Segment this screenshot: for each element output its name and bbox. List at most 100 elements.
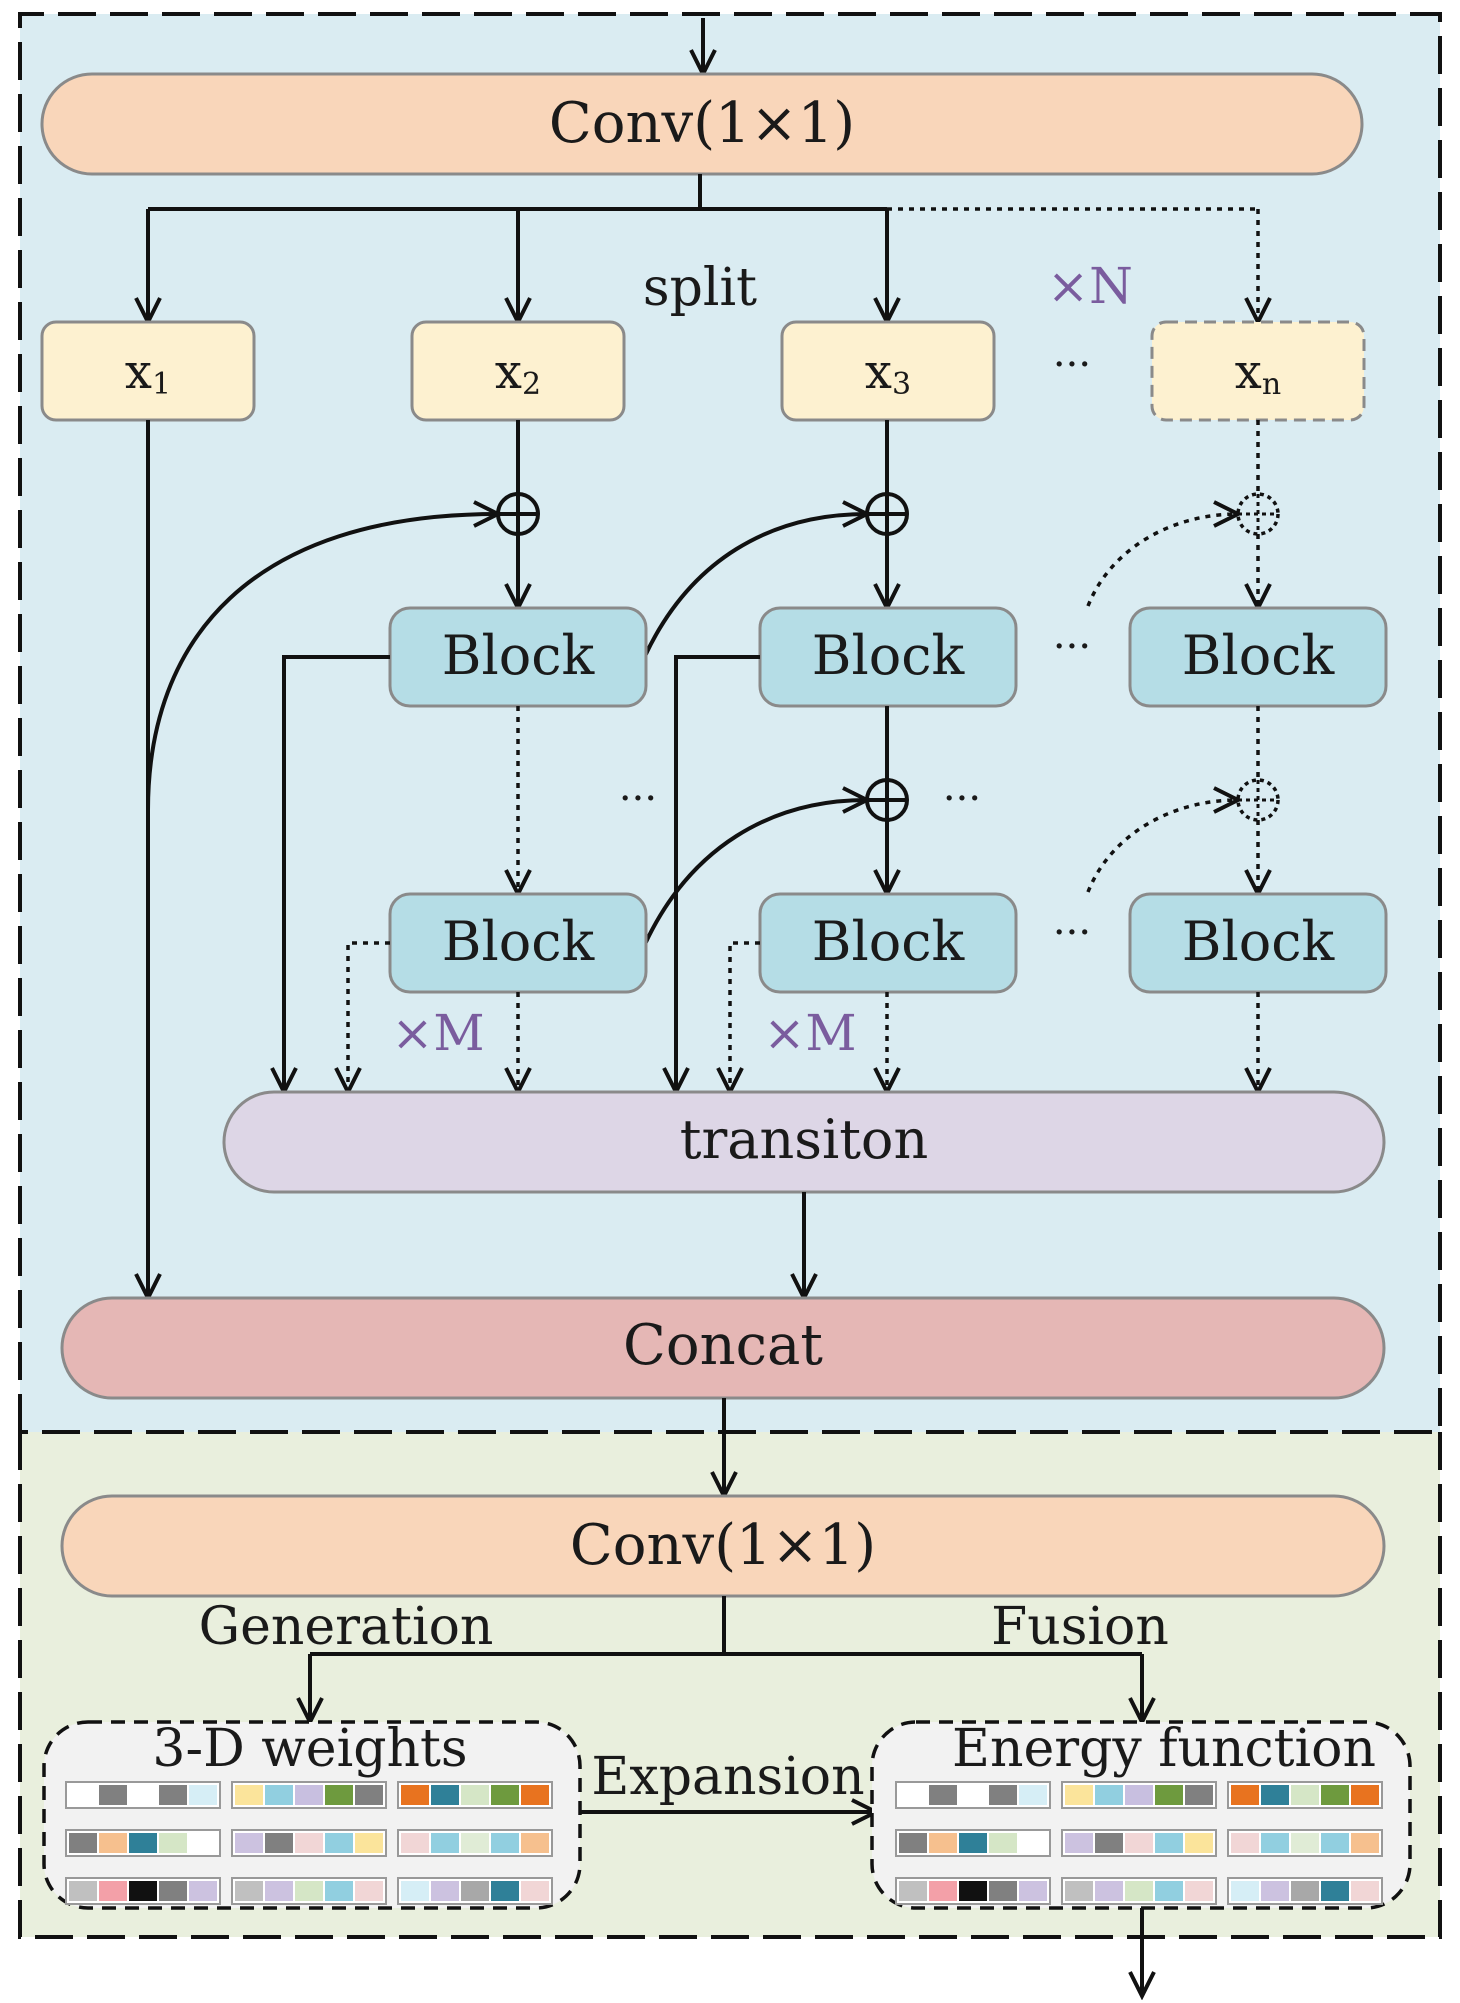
input-x3-sub: 3 [892, 367, 911, 402]
transition-label: transiton [680, 1108, 928, 1171]
energy-cell [1291, 1785, 1319, 1805]
block-col2-row2-label: Block [442, 910, 596, 973]
conv-top-label: Conv(1×1) [549, 91, 855, 156]
input-x1-sub: 1 [152, 367, 171, 402]
block2-row2-to-col3-curve [643, 800, 867, 945]
top-section-frame [18, 12, 1442, 1434]
block-col3-row2: Block [758, 892, 1018, 994]
weights-cell [189, 1785, 217, 1805]
weights-cell [401, 1881, 429, 1901]
split-label: split [643, 258, 757, 318]
energy-cell [1231, 1785, 1259, 1805]
x1-skip-curve [146, 514, 498, 811]
concat-label: Concat [623, 1313, 823, 1378]
energy-cell [989, 1785, 1017, 1805]
energy-cell [1125, 1881, 1153, 1901]
energy-cell [1019, 1881, 1047, 1901]
concat-box: Concat [60, 1296, 1386, 1400]
weights-cell [295, 1785, 323, 1805]
block-col3-row2-label: Block [812, 910, 966, 973]
input-x1: x1 [40, 320, 256, 422]
bottom-section-frame [18, 1432, 1442, 1939]
energy-cell [1185, 1881, 1213, 1901]
weights-cell [491, 1881, 519, 1901]
block-col2-row1: Block [388, 606, 648, 708]
weights-cell [159, 1833, 187, 1853]
energy-grid [895, 1781, 1383, 1905]
weights-cell [265, 1833, 293, 1853]
weights-cell [491, 1833, 519, 1853]
svg-text:xn: xn [1235, 344, 1281, 402]
weights-cell [235, 1881, 263, 1901]
block-col3-row1-label: Block [812, 624, 966, 687]
row1-ellipsis: ··· [1053, 624, 1091, 670]
weights-cell [99, 1785, 127, 1805]
energy-cell [1261, 1881, 1289, 1901]
weights-cell [129, 1833, 157, 1853]
svg-text:x1: x1 [125, 344, 171, 402]
energy-cell [929, 1881, 957, 1901]
repeat-m-label-col2: ×M [391, 1004, 484, 1062]
energy-cell [1231, 1833, 1259, 1853]
input-xn-base: x [1235, 344, 1262, 400]
fusion-label: Fusion [991, 1597, 1169, 1657]
coln-incoming-curve-mid [1086, 800, 1238, 893]
energy-cell [1261, 1785, 1289, 1805]
weights-cell [189, 1833, 217, 1853]
row2-ellipsis: ··· [1053, 910, 1091, 956]
input-xn: xn [1150, 320, 1366, 422]
inputs-ellipsis: ··· [1053, 342, 1091, 388]
expansion-label: Expansion [591, 1747, 864, 1807]
block-col2-row1-label: Block [442, 624, 596, 687]
input-x1-base: x [125, 344, 152, 400]
energy-cell [1185, 1785, 1213, 1805]
weights-cell [521, 1785, 549, 1805]
weights-cell [355, 1833, 383, 1853]
col2-mid-ellipsis: ··· [619, 776, 657, 822]
block-coln-row1-label: Block [1182, 624, 1336, 687]
energy-cell [1351, 1833, 1379, 1853]
input-x2-base: x [495, 344, 522, 400]
weights-cell [265, 1881, 293, 1901]
coln-incoming-curve-top [1086, 514, 1238, 607]
conv-top: Conv(1×1) [40, 72, 1364, 176]
weights-cell [521, 1833, 549, 1853]
energy-cell [959, 1785, 987, 1805]
weights-cell [461, 1833, 489, 1853]
weights-cell [431, 1833, 459, 1853]
weights-cell [265, 1785, 293, 1805]
repeat-m-label-col3: ×M [763, 1004, 856, 1062]
svg-text:x3: x3 [865, 344, 911, 402]
weights-cell [491, 1785, 519, 1805]
energy-cell [899, 1881, 927, 1901]
weights-cell [99, 1833, 127, 1853]
add-node-col3-mid [865, 778, 909, 822]
energy-cell [1095, 1833, 1123, 1853]
weights-cell [355, 1881, 383, 1901]
input-x2-sub: 2 [522, 367, 541, 402]
energy-cell [959, 1833, 987, 1853]
block2-row1-to-transition [284, 655, 390, 1092]
weights-cell [431, 1785, 459, 1805]
weights-cell [159, 1881, 187, 1901]
energy-cell [1321, 1833, 1349, 1853]
block2-row2-side-to-transition [348, 941, 390, 1092]
energy-cell [1321, 1881, 1349, 1901]
weights-cell [69, 1785, 97, 1805]
weights-cell [99, 1881, 127, 1901]
energy-cell [929, 1833, 957, 1853]
weights-cell [159, 1785, 187, 1805]
svg-text:x2: x2 [495, 344, 541, 402]
input-xn-sub: n [1262, 367, 1281, 402]
top-section-background [20, 14, 1440, 1432]
energy-cell [959, 1881, 987, 1901]
energy-cell [899, 1833, 927, 1853]
weights-cell [401, 1833, 429, 1853]
weights-cell [461, 1881, 489, 1901]
block-col3-row1: Block [758, 606, 1018, 708]
weights-cell [69, 1881, 97, 1901]
input-x3-base: x [865, 344, 892, 400]
energy-cell [1291, 1881, 1319, 1901]
weights-cell [129, 1881, 157, 1901]
